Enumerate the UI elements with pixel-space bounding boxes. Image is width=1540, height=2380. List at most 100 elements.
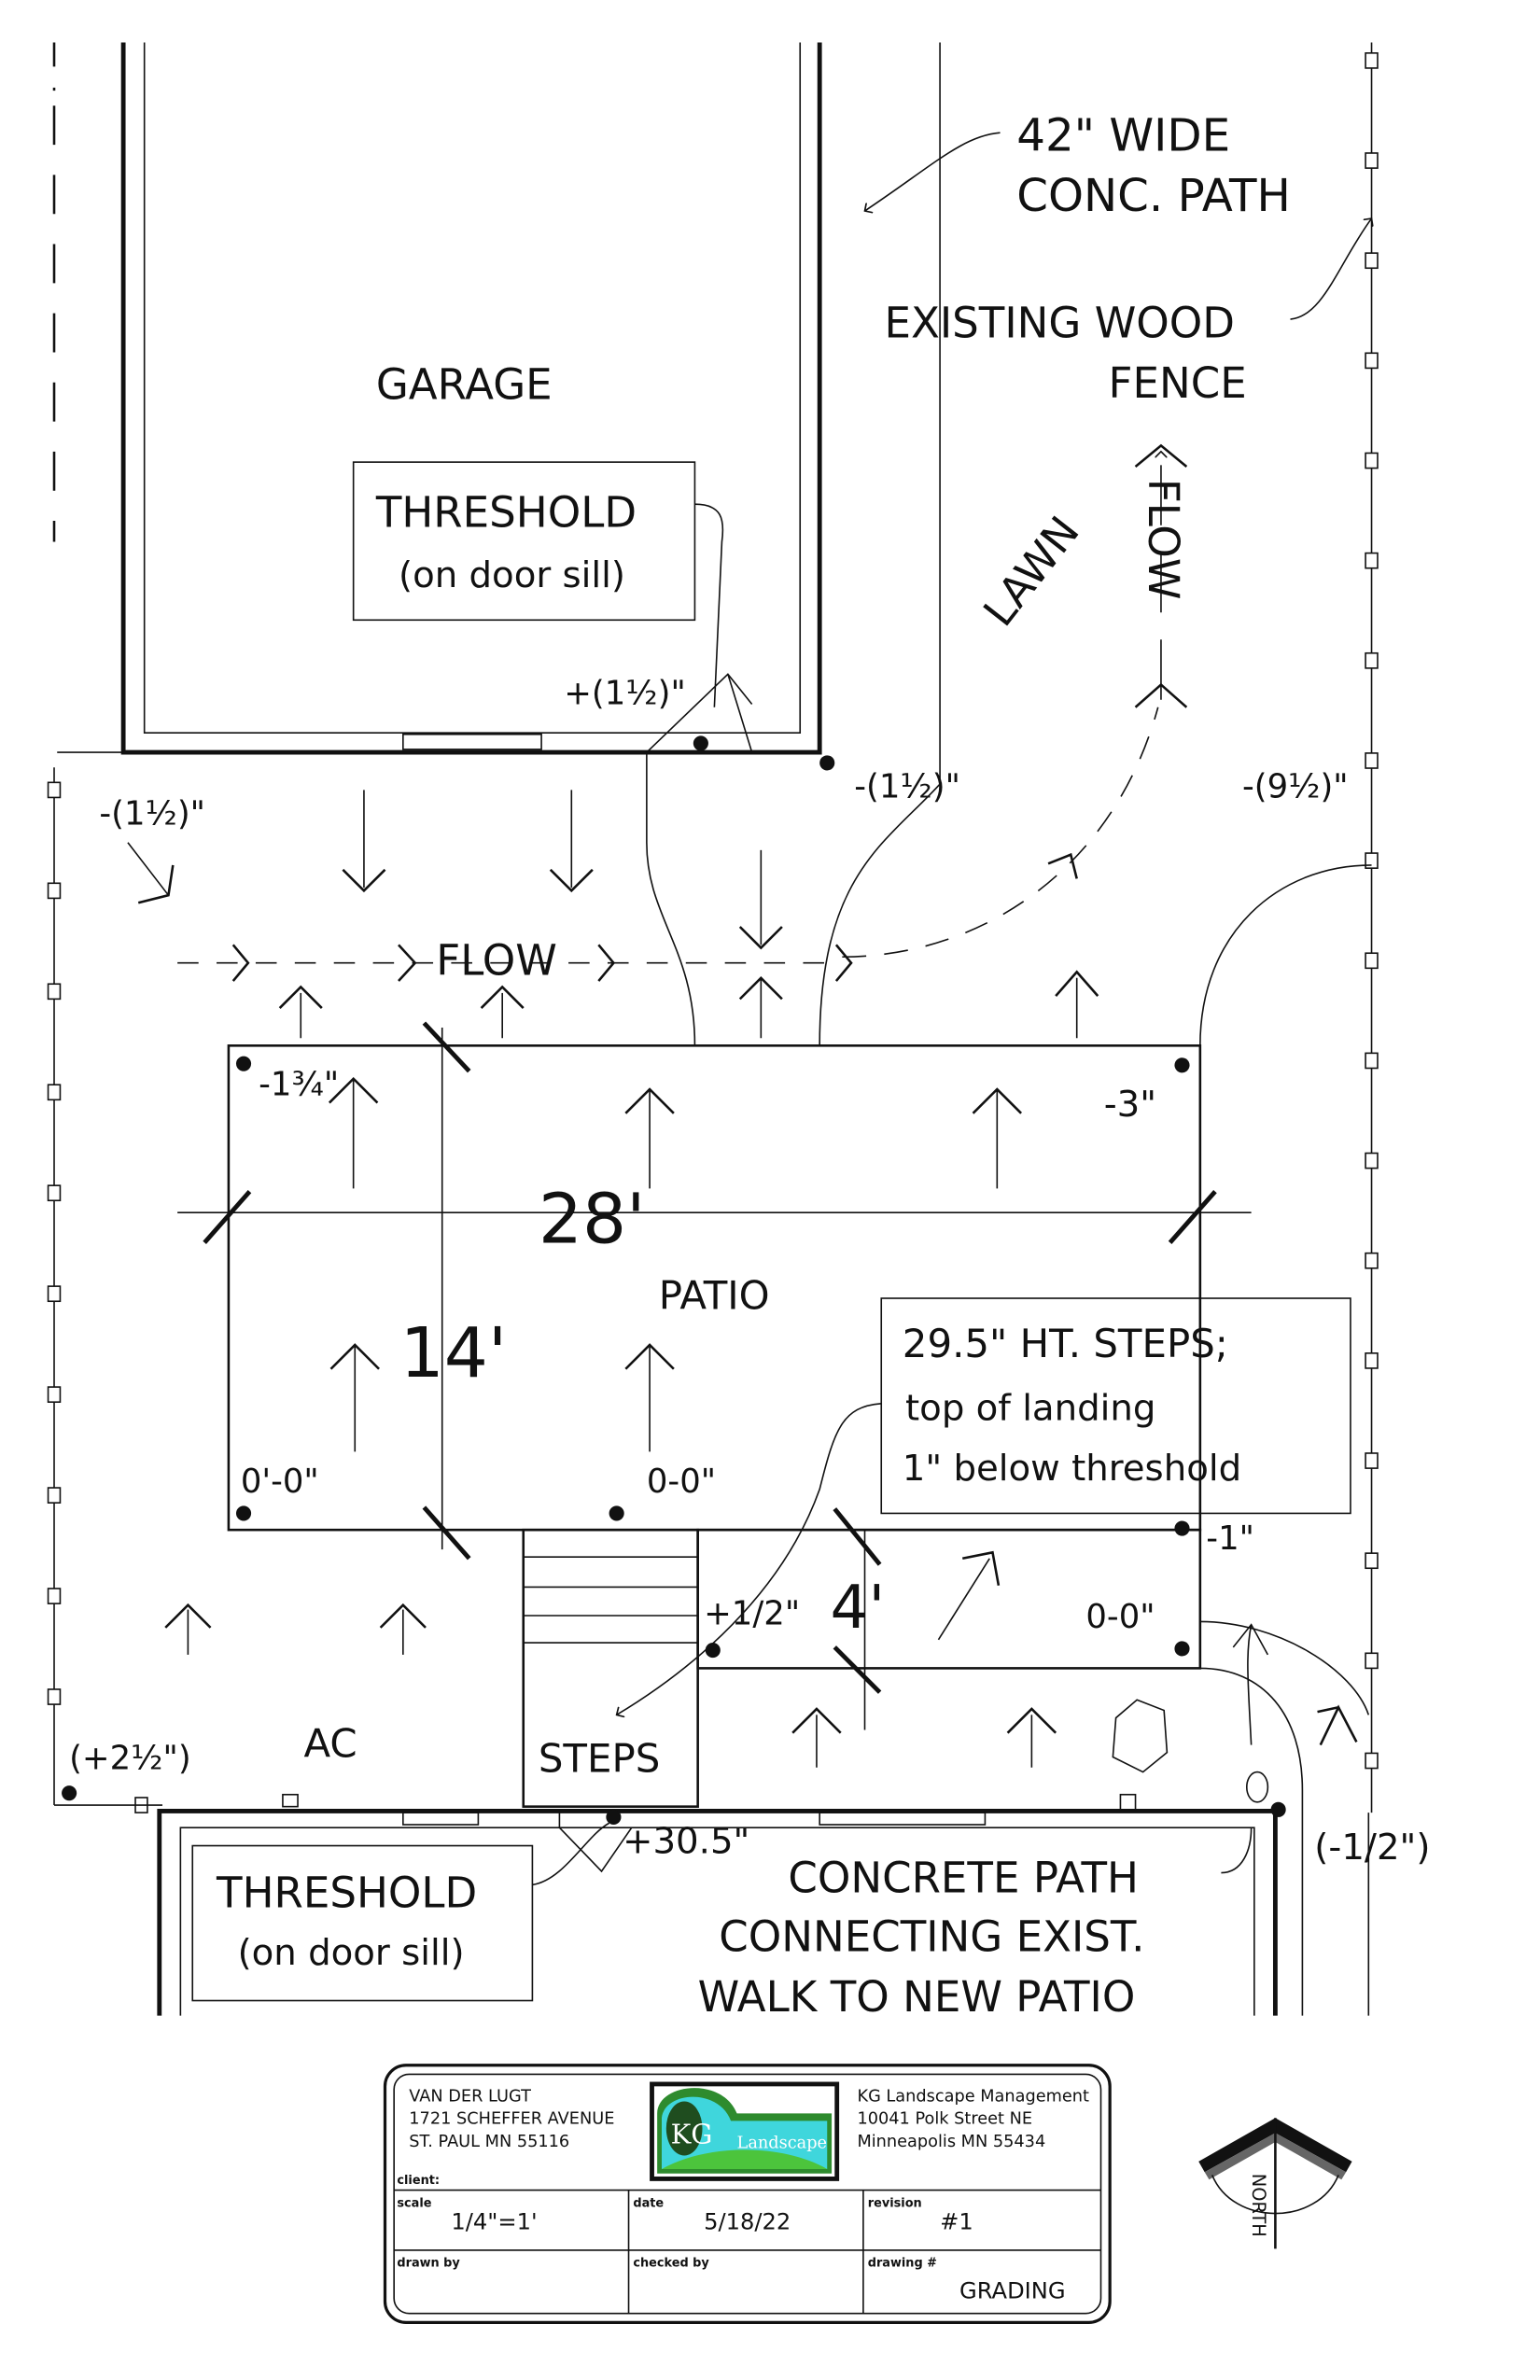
fence-post [47,1588,62,1604]
patio-width: 14' [400,1313,508,1393]
fence-post [1365,1652,1379,1670]
drawing-number-label: drawing # [868,2257,937,2271]
fence-post [1365,1452,1379,1469]
fence-post [1365,1752,1379,1770]
garage-threshold-subtitle: (on door sill) [399,554,625,596]
company-address-1: 10041 Polk Street NE [857,2110,1032,2129]
scale-label: scale [397,2196,431,2210]
path-note-3: WALK TO NEW PATIO [698,1972,1136,2022]
steps-note-3: 1" below threshold [903,1448,1241,1490]
patio-length: 28' [539,1179,646,1259]
fence-post [47,1386,62,1404]
fence-callout-2: FENCE [1109,358,1247,408]
client-name: VAN DER LUGT [409,2087,531,2106]
date-value: 5/18/22 [704,2208,791,2234]
north-arrow-icon: NORTH [1198,2118,1352,2249]
path-callout-2: CONC. PATH [1016,170,1291,222]
path-note-2: CONNECTING EXIST. [719,1911,1144,1961]
fence-post [1365,52,1379,69]
checked-by-label: checked by [633,2257,709,2271]
side-yard: AC [54,1603,427,1808]
garage-threshold-title: THRESHOLD [375,487,637,537]
fence-post [1365,352,1379,370]
company-address-2: Minneapolis MN 55434 [857,2133,1045,2151]
revision-label: revision [868,2196,922,2210]
fence-post [47,1184,62,1202]
elevation-label: -(1½)" [99,794,205,833]
elevation-label: (-1/2") [1314,1827,1430,1869]
fence-post [1365,651,1379,669]
fence-post [47,1285,62,1303]
elevation-label: +1/2" [704,1595,800,1633]
ac-label: AC [303,1720,357,1766]
path-callout-1: 42" WIDE [1016,110,1230,162]
north-label: NORTH [1248,2174,1269,2237]
path-note-1: CONCRETE PATH [788,1853,1139,1902]
garage-threshold-elev: +(1½)" [564,675,686,713]
fence-post [1365,1052,1379,1070]
drainage-arrows [127,790,1099,1039]
elevation-label: -(1½)" [854,767,960,805]
elevation-label: +30.5" [623,1821,749,1863]
fence-post [1365,152,1379,169]
fence-post [1365,752,1379,769]
fence-post [1365,1552,1379,1570]
client-label: client: [397,2174,440,2188]
landing: 4' [696,1507,1370,1806]
fence-post [1365,252,1379,270]
patio-label: PATIO [659,1272,770,1318]
elevation-labels: -(1½)" -(1½)" -(9½)" -1¾" -3" 0'-0" 0-0"… [69,767,1430,1869]
scale-value: 1/4"=1' [451,2208,537,2234]
fence-post [1365,1152,1379,1169]
fence-post [1365,952,1379,970]
house-threshold-subtitle: (on door sill) [238,1932,465,1974]
garage-threshold-box [352,461,696,622]
patio: 28' 14' PATIO [177,1021,1252,1561]
elevation-label: -(9½)" [1242,767,1349,805]
elevation-label: -1" [1206,1519,1254,1558]
fence-post [47,1688,62,1705]
logo-word: Landscape [737,2134,828,2152]
fence-post [47,983,62,1001]
fence-post [1365,552,1379,569]
title-block: VAN DER LUGT 1721 SCHEFFER AVENUE ST. PA… [383,2064,1112,2324]
steps-note-box [880,1297,1351,1515]
garage-label: GARAGE [376,359,553,409]
flow-horizontal-label: FLOW [436,936,557,986]
fence-post [47,781,62,799]
elevation-label: -3" [1104,1084,1156,1126]
drawing-number-value: GRADING [959,2278,1066,2304]
date-label: date [633,2196,664,2210]
company-name: KG Landscape Management [857,2087,1089,2106]
elevation-label: 0-0" [647,1463,716,1501]
client-address-2: ST. PAUL MN 55116 [409,2133,569,2151]
drawn-by-label: drawn by [397,2257,460,2271]
fence-post [1365,1352,1379,1369]
revision-value: #1 [940,2208,973,2234]
company-logo: KG Landscape [650,2081,840,2181]
house: THRESHOLD (on door sill) CONCRETE PATH C… [157,1793,1370,2022]
house-threshold-box [191,1844,534,2002]
logo-initials: KG [671,2119,713,2150]
fence-post [47,1084,62,1101]
fence-post [47,1487,62,1504]
elev-point [819,755,835,771]
fence-post [1365,1252,1379,1269]
steps-note-1: 29.5" HT. STEPS; [903,1321,1228,1366]
fence-post [47,882,62,900]
landing-width: 4' [830,1573,885,1643]
garage: GARAGE THRESHOLD (on door sill) +(1½)" [57,42,835,771]
client-address-1: 1721 SCHEFFER AVENUE [409,2110,614,2129]
fence-post [1365,452,1379,469]
elevation-label: 0-0" [1085,1598,1155,1636]
steps-label: STEPS [539,1736,660,1782]
elevation-label: -1¾" [259,1065,339,1103]
steps: STEPS [522,1528,699,1808]
fence-post [1365,852,1379,869]
house-threshold-title: THRESHOLD [216,1869,477,1918]
steps-note-2: top of landing [905,1388,1155,1430]
flow-vertical-label: FLOW [1139,479,1188,600]
elevation-label: 0'-0" [241,1463,319,1501]
elev-point [693,735,708,751]
